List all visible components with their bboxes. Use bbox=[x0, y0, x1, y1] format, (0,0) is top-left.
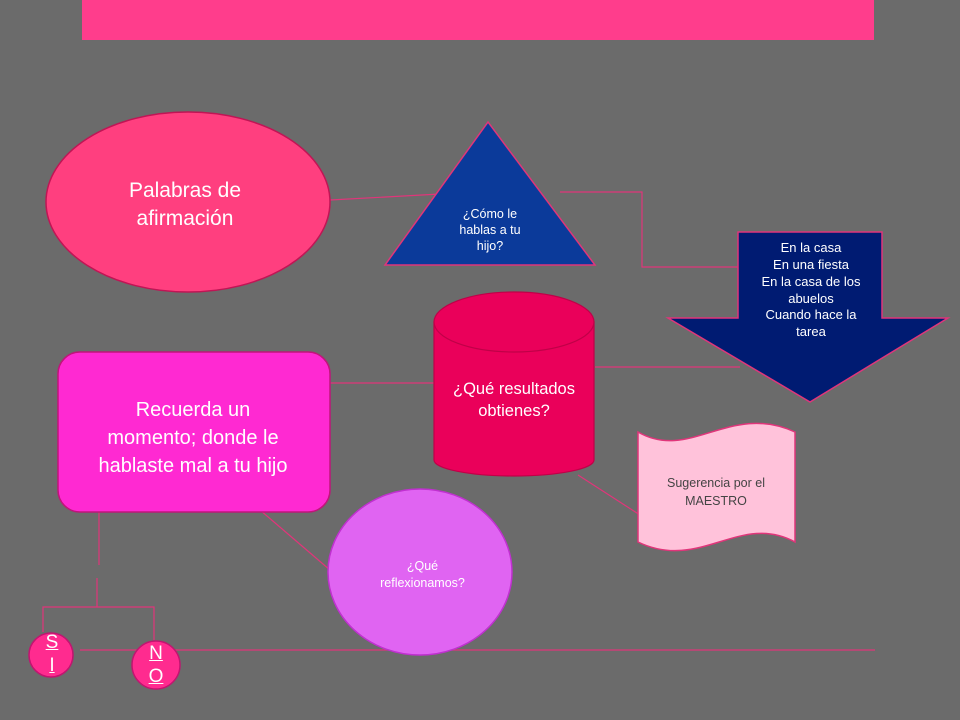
no-circle bbox=[131, 640, 181, 690]
si-label[interactable]: S I bbox=[45, 632, 59, 676]
connector-triangle-arrow bbox=[560, 191, 738, 268]
palabras-label: Palabras de afirmación bbox=[128, 178, 242, 230]
si-circle bbox=[28, 632, 74, 678]
como-triangle bbox=[383, 120, 597, 266]
recuerda-rounded-box bbox=[57, 351, 331, 513]
connectors bbox=[42, 191, 875, 651]
como-label: ¿Cómo le hablas a tu hijo? bbox=[459, 206, 521, 254]
no-label[interactable]: N O bbox=[148, 643, 164, 687]
reflexion-circle bbox=[327, 488, 513, 656]
resultados-cylinder bbox=[433, 291, 595, 477]
lugares-label: En la casa En una fiesta En la casa de l… bbox=[761, 239, 861, 340]
connector-to-si bbox=[42, 578, 98, 632]
connector-palabras-triangle bbox=[329, 193, 441, 201]
recuerda-label: Recuerda un momento; donde le hablaste m… bbox=[98, 398, 288, 477]
sugerencia-label: Sugerencia por el MAESTRO bbox=[667, 475, 765, 508]
top-banner bbox=[82, 0, 874, 40]
lugares-down-arrow bbox=[665, 231, 951, 403]
reflexion-label: ¿Qué reflexionamos? bbox=[380, 558, 465, 591]
resultados-label: ¿Qué resultados obtienes? bbox=[453, 379, 575, 420]
connector-to-no bbox=[97, 606, 155, 640]
connector-recuerda-reflexion bbox=[259, 509, 331, 571]
palabras-ellipse bbox=[45, 111, 331, 293]
connector-cylinder-scroll bbox=[577, 474, 641, 516]
sugerencia-scroll bbox=[637, 422, 796, 552]
